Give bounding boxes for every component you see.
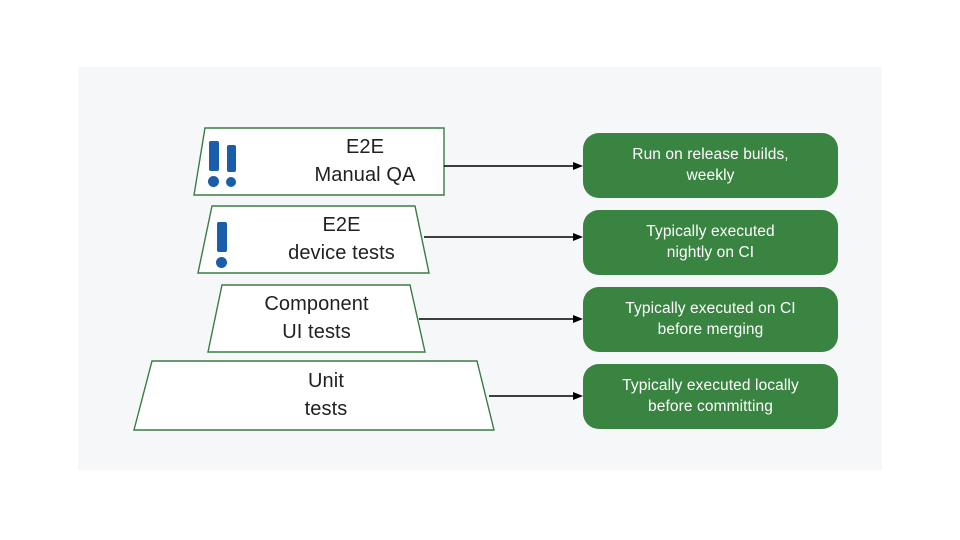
callout-device-tests[interactable]: Typically executed nightly on CI: [583, 210, 838, 275]
callout-line1: Typically executed: [646, 222, 775, 240]
callout-component-ui[interactable]: Typically executed on CI before merging: [583, 287, 838, 352]
trapezoid-shape-unit-tests: [133, 360, 495, 431]
callout-line1: Typically executed locally: [622, 376, 799, 394]
trapezoid-shape-e2e-manual-qa: [193, 127, 445, 196]
connector-arrow-manual-qa: [444, 160, 583, 172]
trapezoid-shape-e2e-device-tests: [197, 205, 430, 274]
callout-line1: Run on release builds,: [632, 145, 789, 163]
pyramid-layer-e2e-device-tests[interactable]: E2E device tests: [197, 205, 430, 274]
callout-line2: before committing: [648, 397, 773, 415]
pyramid-layer-e2e-manual-qa[interactable]: E2E Manual QA: [193, 127, 445, 196]
callout-text-manual-qa: Run on release builds, weekly: [632, 145, 788, 187]
trapezoid-shape-component-ui-tests: [207, 284, 426, 353]
callout-line2: weekly: [686, 166, 735, 184]
pyramid-layer-component-ui-tests[interactable]: Component UI tests: [207, 284, 426, 353]
callout-line2: before merging: [657, 320, 764, 338]
callout-unit-tests[interactable]: Typically executed locally before commit…: [583, 364, 838, 429]
connector-arrow-unit-tests: [489, 390, 583, 402]
callout-line1: Typically executed on CI: [625, 299, 796, 317]
connector-arrow-component-ui: [419, 313, 583, 325]
callout-line2: nightly on CI: [666, 243, 755, 261]
pyramid-layer-unit-tests[interactable]: Unit tests: [133, 360, 495, 431]
callout-text-component-ui: Typically executed on CI before merging: [625, 299, 795, 341]
callout-text-device-tests: Typically executed nightly on CI: [646, 222, 774, 264]
callout-manual-qa[interactable]: Run on release builds, weekly: [583, 133, 838, 198]
callout-text-unit-tests: Typically executed locally before commit…: [622, 376, 799, 418]
connector-arrow-device-tests: [424, 231, 583, 243]
exclamation-icon: [216, 222, 227, 268]
double-exclamation-icon: [208, 141, 236, 187]
